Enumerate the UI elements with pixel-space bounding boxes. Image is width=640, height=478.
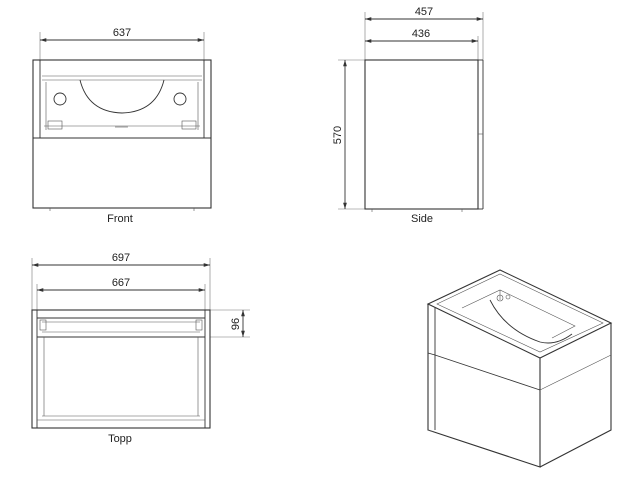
top-inner-width-label: 667 — [112, 277, 130, 289]
side-view: 457 436 570 Side — [332, 6, 484, 225]
top-outer-width-dimension: 697 — [31, 252, 211, 310]
front-width-dimension: 637 — [39, 27, 205, 62]
top-view: 697 667 96 Topp — [31, 252, 250, 445]
top-depth-dimension: 96 — [210, 309, 250, 338]
side-cabinet — [364, 59, 484, 212]
top-inner-width-dimension: 667 — [36, 277, 206, 310]
side-height-dimension: 570 — [332, 59, 365, 210]
side-outer-width-dimension: 457 — [364, 6, 484, 60]
top-cabinet — [31, 309, 211, 429]
isometric-view — [426, 269, 613, 468]
top-view-label: Topp — [108, 433, 132, 445]
top-depth-label: 96 — [230, 318, 242, 330]
front-width-label: 637 — [113, 27, 131, 39]
side-outer-width-label: 457 — [415, 6, 433, 18]
front-view-label: Front — [107, 213, 133, 225]
side-view-label: Side — [411, 213, 433, 225]
top-outer-width-label: 697 — [112, 252, 130, 264]
side-inner-width-label: 436 — [412, 28, 430, 40]
side-height-label: 570 — [332, 126, 344, 144]
front-cabinet — [32, 59, 212, 211]
side-inner-width-dimension: 436 — [365, 28, 479, 60]
front-view: 637 Front — [32, 27, 212, 225]
